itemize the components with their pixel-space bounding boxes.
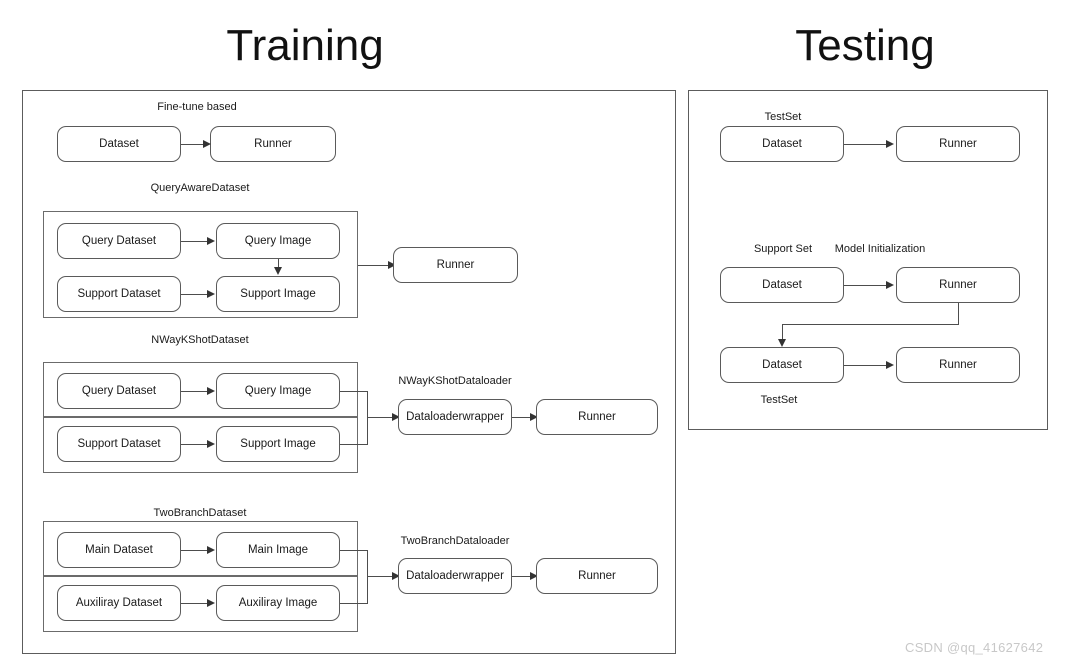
nwaykshot-dataloader-caption: NWayKShotDataloader: [398, 375, 512, 387]
testing-support-connector-arrow: [886, 280, 894, 289]
twobranch-bus-wrapper-arrow: [392, 571, 400, 580]
testing-testset-connector-arrow: [886, 139, 894, 148]
testing-testset-caption-bottom: TestSet: [760, 394, 798, 406]
queryaware-sd-si-line: [181, 294, 208, 295]
queryaware-support-image-box[interactable]: Support Image: [216, 276, 340, 312]
queryaware-group-runner-line: [358, 265, 390, 266]
testing-support-set-caption: Support Set: [753, 243, 813, 255]
queryaware-qd-qi-arrow: [207, 236, 215, 245]
testing-model-init-caption: Model Initialization: [834, 243, 926, 255]
nwaykshot-caption: NWayKShotDataset: [151, 334, 249, 346]
testing-support-connector-line: [844, 285, 888, 286]
nwaykshot-query-dataset-box[interactable]: Query Dataset: [57, 373, 181, 409]
queryaware-runner-box[interactable]: Runner: [393, 247, 518, 283]
testing-test-connector-arrow: [886, 360, 894, 369]
queryaware-qi-si-line: [278, 259, 279, 268]
nwaykshot-si-bus-line: [340, 444, 368, 445]
testing-support-dataset-box[interactable]: Dataset: [720, 267, 844, 303]
nwaykshot-wrapper-box[interactable]: Dataloaderwrapper: [398, 399, 512, 435]
nwaykshot-qd-qi-line: [181, 391, 208, 392]
testing-feedback-horizontal: [782, 324, 959, 325]
twobranch-ai-bus-line: [340, 603, 368, 604]
twobranch-main-dataset-box[interactable]: Main Dataset: [57, 532, 181, 568]
queryaware-support-dataset-box[interactable]: Support Dataset: [57, 276, 181, 312]
twobranch-aux-image-box[interactable]: Auxiliray Image: [216, 585, 340, 621]
twobranch-aux-dataset-box[interactable]: Auxiliray Dataset: [57, 585, 181, 621]
finetune-connector-line: [181, 144, 204, 145]
twobranch-wrapper-runner-line: [512, 576, 532, 577]
twobranch-ad-ai-line: [181, 603, 208, 604]
twobranch-main-image-box[interactable]: Main Image: [216, 532, 340, 568]
twobranch-md-mi-line: [181, 550, 208, 551]
testing-testset-connector-line: [844, 144, 888, 145]
nwaykshot-support-dataset-box[interactable]: Support Dataset: [57, 426, 181, 462]
testing-support-runner-box[interactable]: Runner: [896, 267, 1020, 303]
finetune-runner-box[interactable]: Runner: [210, 126, 336, 162]
nwaykshot-sd-si-arrow: [207, 439, 215, 448]
nwaykshot-wrapper-runner-line: [512, 417, 532, 418]
twobranch-caption: TwoBranchDataset: [153, 507, 247, 519]
twobranch-runner-box[interactable]: Runner: [536, 558, 658, 594]
csdn-watermark: CSDN @qq_41627642: [905, 640, 1044, 655]
nwaykshot-support-image-box[interactable]: Support Image: [216, 426, 340, 462]
testing-test-dataset-box[interactable]: Dataset: [720, 347, 844, 383]
queryaware-sd-si-arrow: [207, 289, 215, 298]
twobranch-wrapper-box[interactable]: Dataloaderwrapper: [398, 558, 512, 594]
twobranch-md-mi-arrow: [207, 545, 215, 554]
nwaykshot-qd-qi-arrow: [207, 386, 215, 395]
testing-feedback-vertical-up: [782, 324, 783, 341]
testing-test-runner-box[interactable]: Runner: [896, 347, 1020, 383]
nwaykshot-query-image-box[interactable]: Query Image: [216, 373, 340, 409]
queryaware-query-image-box[interactable]: Query Image: [216, 223, 340, 259]
testing-testset-runner-box[interactable]: Runner: [896, 126, 1020, 162]
finetune-connector-arrow: [203, 139, 211, 148]
testing-testset-caption-top: TestSet: [764, 111, 802, 123]
testing-testset-dataset-box[interactable]: Dataset: [720, 126, 844, 162]
testing-test-connector-line: [844, 365, 888, 366]
queryaware-group-runner-arrow: [388, 260, 396, 269]
twobranch-ad-ai-arrow: [207, 598, 215, 607]
queryaware-qd-qi-line: [181, 241, 208, 242]
twobranch-bus-wrapper-line: [367, 576, 395, 577]
queryaware-qi-si-arrow: [273, 267, 282, 275]
testing-title: Testing: [795, 21, 935, 70]
nwaykshot-bus-wrapper-line: [367, 417, 395, 418]
twobranch-dataloader-caption: TwoBranchDataloader: [400, 535, 510, 547]
twobranch-wrapper-runner-arrow: [530, 571, 538, 580]
twobranch-mi-bus-line: [340, 550, 368, 551]
nwaykshot-runner-box[interactable]: Runner: [536, 399, 658, 435]
nwaykshot-sd-si-line: [181, 444, 208, 445]
finetune-dataset-box[interactable]: Dataset: [57, 126, 181, 162]
finetune-caption: Fine-tune based: [157, 101, 237, 113]
nwaykshot-wrapper-runner-arrow: [530, 412, 538, 421]
nwaykshot-qi-bus-line: [340, 391, 368, 392]
testing-feedback-vertical-down: [958, 303, 959, 325]
nwaykshot-bus-wrapper-arrow: [392, 412, 400, 421]
queryaware-query-dataset-box[interactable]: Query Dataset: [57, 223, 181, 259]
queryaware-caption: QueryAwareDataset: [150, 182, 250, 194]
training-title: Training: [226, 21, 384, 70]
testing-feedback-arrow: [777, 339, 786, 347]
